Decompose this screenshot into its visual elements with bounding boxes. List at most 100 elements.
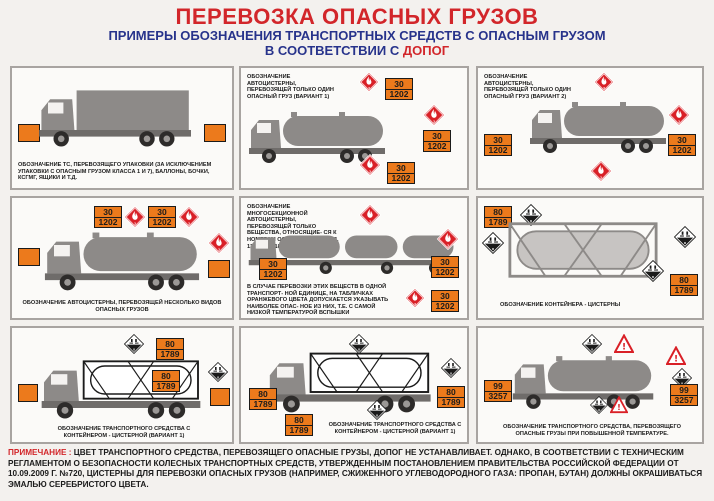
corrosive-sign-icon [642, 260, 664, 282]
panel-caption: ОБОЗНАЧЕНИЕ ТРАНСПОРТНОГО СРЕДСТВА С КОН… [328, 422, 462, 435]
hazard-id: 30 [394, 78, 404, 89]
flammable-sign-icon [359, 72, 379, 92]
un-number: 1789 [286, 424, 312, 436]
tanker-truck-illustration [36, 228, 208, 296]
hazard-id: 30 [103, 206, 113, 217]
hazard-id: 80 [161, 370, 171, 381]
hazard-id: 30 [440, 256, 450, 267]
hot-material-warning-icon [610, 396, 628, 414]
corrosive-sign-icon [124, 334, 144, 354]
flammable-sign-icon [405, 288, 425, 308]
un-number: 1202 [95, 216, 121, 228]
panel-caption-bottom: В СЛУЧАЕ ПЕРЕВОЗКИ ЭТИХ ВЕЩЕСТВ В ОДНОЙ … [247, 284, 389, 317]
panel-tanker-single-v1: ОБОЗНАЧЕНИЕ АВТОЦИСТЕРНЫ, ПЕРЕВОЗЯЩЕЙ ТО… [239, 66, 469, 190]
un-number: 1789 [438, 396, 464, 408]
hazard-id: 99 [679, 384, 689, 395]
tanker-truck-illustration [508, 352, 658, 414]
panel-tanker-multi-section: ОБОЗНАЧЕНИЕ МНОГОСЕКЦИОННОЙ АВТОЦИСТЕРНЫ… [239, 196, 469, 320]
flammable-sign-icon [594, 72, 614, 92]
un-number: 1789 [485, 216, 511, 228]
corrosive-sign-icon [482, 232, 504, 254]
hazard-id: 30 [268, 258, 278, 269]
truck-with-container-illustration [36, 352, 206, 422]
un-number: 1202 [386, 88, 412, 100]
hazard-id: 80 [294, 414, 304, 425]
subtitle-line-2-text: В СООТВЕТСТВИИ С [264, 43, 400, 58]
flammable-sign-icon [359, 154, 381, 176]
hazard-id: 80 [493, 206, 503, 217]
footnote-text: ЦВЕТ ТРАНСПОРТНОГО СРЕДСТВА, ПЕРЕВОЗЯЩЕГ… [8, 448, 703, 489]
panel-caption: ОБОЗНАЧЕНИЕ ТРАНСПОРТНОГО СРЕДСТВА, ПЕРЕ… [503, 424, 681, 437]
hazard-id: 30 [677, 134, 687, 145]
hazard-id: 80 [446, 386, 456, 397]
corrosive-sign-icon [367, 400, 387, 420]
page-subtitle: ПРИМЕРЫ ОБОЗНАЧЕНИЯ ТРАНСПОРТНЫХ СРЕДСТВ… [0, 28, 714, 58]
un-number: 1202 [424, 140, 450, 152]
panel-caption: ОБОЗНАЧЕНИЕ АВТОЦИСТЕРНЫ, ПЕРЕВОЗЯЩЕЙ ТО… [247, 74, 334, 100]
hazard-id: 99 [493, 380, 503, 391]
page-title: ПЕРЕВОЗКА ОПАСНЫХ ГРУЗОВ [175, 4, 539, 29]
un-number: 1202 [485, 144, 511, 156]
flammable-sign-icon [124, 206, 146, 228]
corrosive-sign-icon [441, 358, 461, 378]
un-number: 1789 [157, 348, 183, 360]
truck-with-container-illustration [263, 344, 435, 416]
panel-packages: ОБОЗНАЧЕНИЕ ТС, ПЕРЕВОЗЯЩЕГО УПАКОВКИ (З… [10, 66, 234, 190]
panel-caption: ОБОЗНАЧЕНИЕ ТС, ПЕРЕВОЗЯЩЕГО УПАКОВКИ (З… [18, 162, 212, 182]
hazard-id: 80 [165, 338, 175, 349]
box-truck-illustration [34, 86, 194, 152]
orange-plate-rear [210, 388, 230, 406]
subtitle-accent: ДОПОГ [402, 43, 450, 58]
panel-caption: ОБОЗНАЧЕНИЕ АВТОЦИСТЕРНЫ, ПЕРЕВОЗЯЩЕЙ ТО… [484, 74, 571, 100]
flammable-sign-icon [178, 206, 200, 228]
corrosive-sign-icon [582, 334, 602, 354]
subtitle-line-1: ПРИМЕРЫ ОБОЗНАЧЕНИЯ ТРАНСПОРТНЫХ СРЕДСТВ… [108, 28, 606, 43]
flammable-sign-icon [423, 104, 445, 126]
orange-plate-front [18, 384, 38, 402]
un-number: 1202 [432, 300, 458, 312]
orange-plate-rear [204, 124, 226, 142]
un-number: 1202 [669, 144, 695, 156]
un-number: 1789 [671, 284, 697, 296]
orange-plate-rear [208, 260, 230, 278]
hazard-id: 30 [396, 162, 406, 173]
hazard-id: 30 [432, 130, 442, 141]
corrosive-sign-icon [590, 396, 608, 414]
un-number: 1789 [153, 380, 179, 392]
un-number: 3257 [671, 394, 697, 406]
un-number: 1789 [250, 398, 276, 410]
hazard-id: 30 [157, 206, 167, 217]
panel-caption: ОБОЗНАЧЕНИЕ АВТОЦИСТЕРНЫ, ПЕРЕВОЗЯЩЕЙ НЕ… [22, 300, 222, 313]
hazard-id: 80 [679, 274, 689, 285]
flammable-sign-icon [208, 232, 230, 254]
panel-tanker-single-v2: ОБОЗНАЧЕНИЕ АВТОЦИСТЕРНЫ, ПЕРЕВОЗЯЩЕЙ ТО… [476, 66, 704, 190]
un-number: 3257 [485, 390, 511, 402]
un-number: 1202 [149, 216, 175, 228]
tanker-truck-illustration [528, 98, 668, 158]
footnote-label: ПРИМЕЧАНИЕ : [8, 448, 72, 457]
footnote: ПРИМЕЧАНИЕ : ЦВЕТ ТРАНСПОРТНОГО СРЕДСТВА… [8, 448, 708, 490]
subtitle-line-2: В СООТВЕТСТВИИ С ДОПОГ [0, 43, 714, 58]
un-number: 1202 [388, 172, 414, 184]
